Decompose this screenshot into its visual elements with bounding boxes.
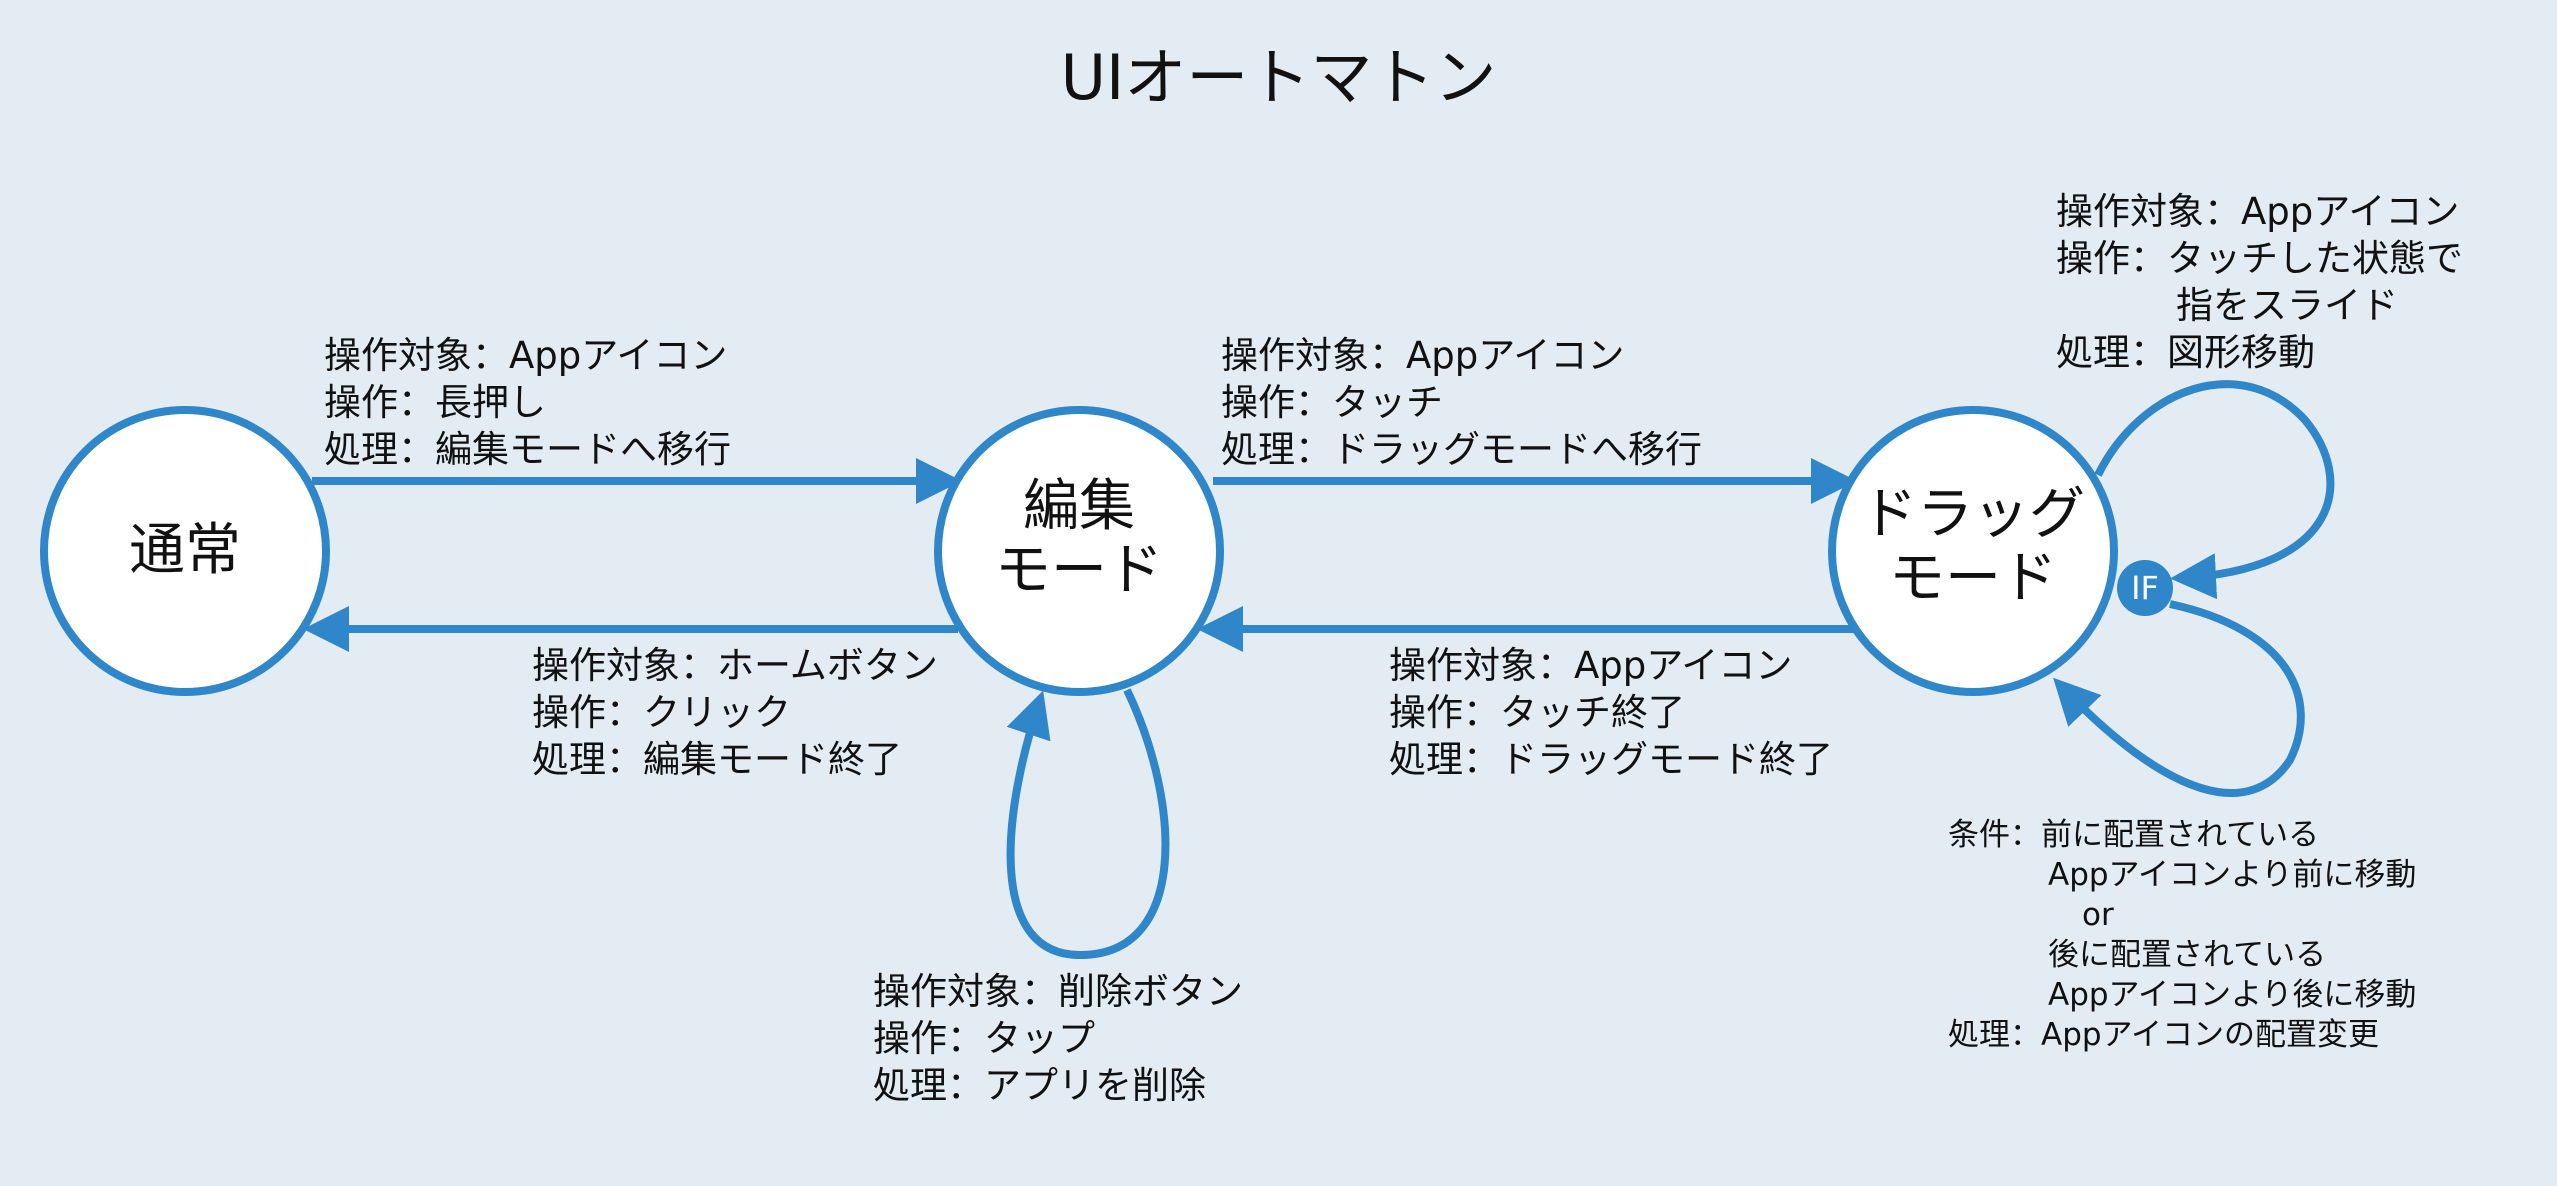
loop-drag-self-bottom xyxy=(2053,600,2305,797)
label-drag-self-top-target: 操作対象：Appアイコン xyxy=(2056,190,2460,233)
label-edit-to-drag-target: 操作対象：Appアイコン xyxy=(1221,334,1625,377)
label-condition-line-1: 条件：前に配置されている xyxy=(1948,817,2320,853)
label-edit-to-drag: 操作対象：Appアイコン 操作：タッチ 処理：ドラッグモードへ移行 xyxy=(1221,332,1702,473)
loop-edit-self xyxy=(1006,688,1170,960)
label-drag-self-top-action-cont: 指をスライド xyxy=(2176,284,2398,327)
label-drag-to-edit: 操作対象：Appアイコン 操作：タッチ終了 処理：ドラッグモード終了 xyxy=(1389,642,1833,783)
label-drag-self-top-action: 操作：タッチした状態で xyxy=(2056,237,2463,280)
state-normal xyxy=(40,406,330,696)
label-edit-to-normal: 操作対象：ホームボタン 操作：クリック 処理：編集モード終了 xyxy=(532,642,938,783)
label-edit-to-drag-process: 処理：ドラッグモードへ移行 xyxy=(1221,428,1702,471)
label-drag-self-condition: 条件：前に配置されている Appアイコンより前に移動 or 後に配置されている … xyxy=(1948,815,2416,1055)
loop-drag-self-top xyxy=(2094,380,2335,600)
label-drag-self-top: 操作対象：Appアイコン 操作：タッチした状態で 指をスライド 処理：図形移動 xyxy=(2056,188,2463,376)
label-normal-to-edit-process: 処理：編集モードへ移行 xyxy=(324,428,731,471)
label-normal-to-edit-target: 操作対象：Appアイコン xyxy=(324,334,728,377)
label-condition-process: 処理：Appアイコンの配置変更 xyxy=(1948,1017,2380,1053)
label-edit-to-normal-target: 操作対象：ホームボタン xyxy=(532,644,938,687)
label-edit-to-normal-action: 操作：クリック xyxy=(532,691,791,734)
state-edit-line-2: モード xyxy=(995,538,1163,603)
label-drag-to-edit-target: 操作対象：Appアイコン xyxy=(1389,644,1793,687)
label-condition-line-4: 後に配置されている xyxy=(2048,937,2327,973)
state-normal-text: 通常 xyxy=(129,518,241,583)
label-condition-or: or xyxy=(2082,897,2114,933)
label-edit-to-drag-action: 操作：タッチ xyxy=(1221,381,1443,424)
label-normal-to-edit-action: 操作：長押し xyxy=(324,381,546,424)
label-drag-to-edit-action: 操作：タッチ終了 xyxy=(1389,691,1685,734)
state-edit xyxy=(934,406,1224,696)
if-badge-label: IF xyxy=(2131,569,2159,607)
label-drag-self-top-process: 処理：図形移動 xyxy=(2056,331,2315,374)
label-edit-self-target: 操作対象：削除ボタン xyxy=(873,970,1243,1013)
label-condition-line-5: Appアイコンより後に移動 xyxy=(2048,977,2417,1013)
state-drag-label: ドラッグ モード xyxy=(1843,483,2103,611)
state-edit-line-1: 編集 xyxy=(1023,474,1135,539)
label-edit-to-normal-process: 処理：編集モード終了 xyxy=(532,738,902,781)
label-edit-self: 操作対象：削除ボタン 操作：タップ 処理：アプリを削除 xyxy=(873,968,1243,1109)
state-drag xyxy=(1828,406,2118,696)
state-edit-label: 編集 モード xyxy=(979,475,1179,603)
state-normal-label: 通常 xyxy=(85,519,285,583)
diagram-title: UIオートマトン xyxy=(1060,41,1497,114)
label-edit-self-process: 処理：アプリを削除 xyxy=(873,1064,1206,1107)
label-edit-self-action: 操作：タップ xyxy=(873,1017,1095,1060)
state-drag-line-2: モード xyxy=(1889,546,2057,611)
state-drag-line-1: ドラッグ xyxy=(1861,482,2085,547)
label-condition-line-2: Appアイコンより前に移動 xyxy=(2048,857,2417,893)
label-drag-to-edit-process: 処理：ドラッグモード終了 xyxy=(1389,738,1833,781)
if-badge-circle xyxy=(2117,560,2173,616)
label-normal-to-edit: 操作対象：Appアイコン 操作：長押し 処理：編集モードへ移行 xyxy=(324,332,731,473)
